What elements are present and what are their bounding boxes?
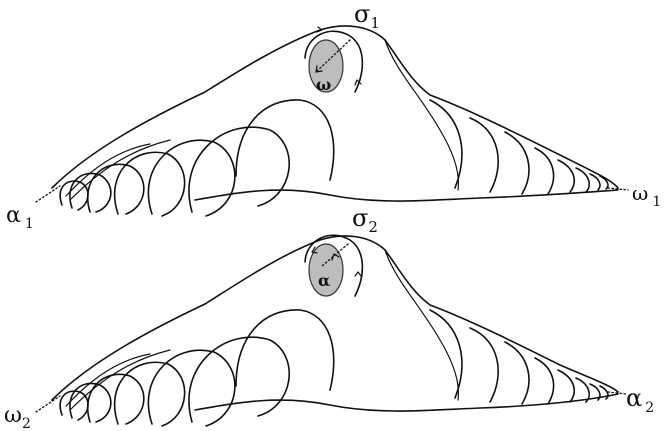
lower-left-tail	[36, 396, 60, 412]
upper-bottom	[195, 190, 618, 201]
label-disk-omega: ω	[316, 75, 331, 94]
lower-bottom	[195, 394, 618, 411]
label-sigma-2: σ2	[352, 204, 378, 236]
label-disk-alpha: α	[318, 271, 330, 290]
label-sigma-1: σ1	[354, 0, 380, 32]
upper-right-loops	[385, 40, 608, 194]
upper-left-tail	[36, 186, 60, 202]
upper-left-loops	[60, 100, 334, 216]
label-omega-2: ω2	[4, 403, 31, 431]
upper-surface	[36, 26, 628, 216]
lower-right-loops	[385, 250, 608, 404]
lower-left-loops	[60, 310, 334, 426]
lower-surface	[36, 235, 626, 426]
lower-loop-arrowhead-2	[355, 272, 361, 276]
